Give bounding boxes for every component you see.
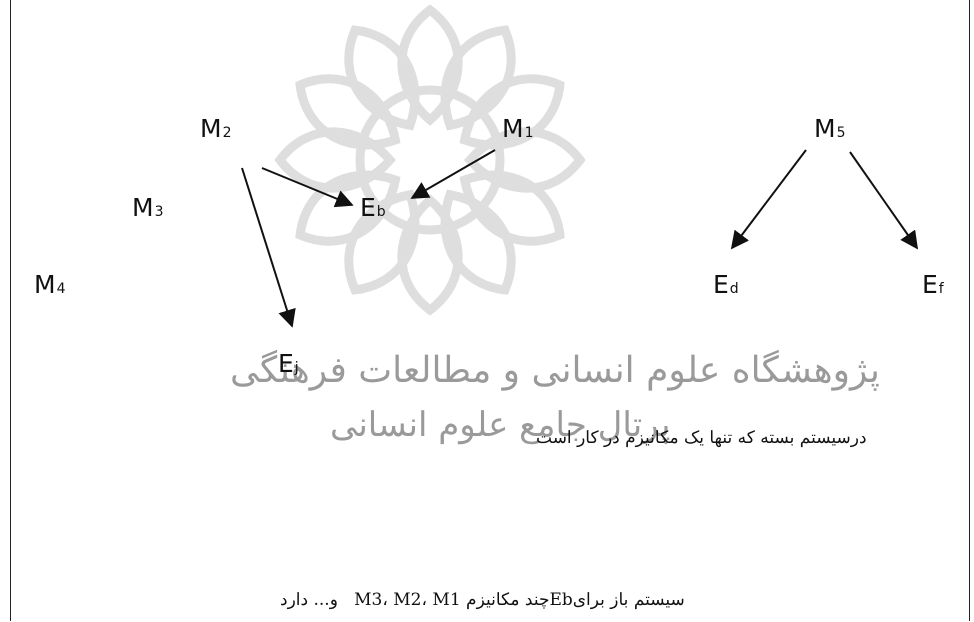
node-eb-subscript: b bbox=[376, 204, 386, 220]
caption-open-start: سیستم باز برای bbox=[572, 590, 685, 610]
watermark-petal bbox=[295, 74, 401, 150]
caption-open-m2: M2 bbox=[393, 590, 422, 610]
node-ej-letter: E bbox=[278, 349, 294, 378]
caption-open-mid: چند مکانیزم bbox=[466, 590, 550, 610]
node-ef-letter: E bbox=[922, 270, 938, 299]
caption-closed-system: درسیستم بسته که تنها یک مکانیزم در کار ا… bbox=[536, 428, 867, 448]
caption-open-sep2: ، bbox=[382, 590, 388, 610]
node-m1-subscript: 1 bbox=[524, 125, 534, 141]
arrow-m1-to-eb bbox=[410, 149, 496, 199]
node-m5: M5 bbox=[814, 116, 846, 141]
node-m4-letter: M bbox=[34, 270, 56, 299]
watermark-petal bbox=[295, 170, 401, 246]
node-ej-subscript: j bbox=[294, 360, 299, 376]
watermark-petal bbox=[344, 25, 420, 131]
watermark-center-ring bbox=[355, 85, 505, 235]
caption-open-system: و... دارد M3، M2، M1 چند مکانیزمEbسیستم … bbox=[280, 590, 685, 610]
watermark-petal bbox=[459, 170, 565, 246]
node-m3-subscript: 3 bbox=[154, 204, 164, 220]
frame-border bbox=[10, 0, 970, 621]
watermark-petal bbox=[397, 194, 463, 316]
node-m3-letter: M bbox=[132, 193, 154, 222]
node-ef-subscript: f bbox=[938, 281, 944, 297]
node-ed-letter: E bbox=[713, 270, 729, 299]
node-m4-subscript: 4 bbox=[56, 281, 66, 297]
watermark-petal bbox=[464, 127, 586, 193]
watermark-line-1: پژوهشگاه علوم انسانی و مطالعات فرهنگی bbox=[230, 350, 880, 391]
node-m4: M4 bbox=[34, 272, 66, 297]
caption-open-m3: M3 bbox=[354, 590, 383, 610]
watermark-petal bbox=[344, 189, 420, 295]
watermark-rosette-logo bbox=[274, 4, 586, 316]
arrow-m2-to-ej bbox=[241, 167, 296, 328]
node-m3: M3 bbox=[132, 195, 164, 220]
caption-open-eb: Eb bbox=[549, 590, 573, 610]
caption-open-m1: M1 bbox=[432, 590, 461, 610]
caption-open-end: و... دارد bbox=[280, 590, 338, 610]
node-m2-letter: M bbox=[200, 114, 222, 143]
node-m2-subscript: 2 bbox=[222, 125, 232, 141]
caption-open-sep1: ، bbox=[421, 590, 428, 610]
watermark-line-2: پرتال جامع علوم انسانی bbox=[330, 405, 671, 445]
node-eb-letter: E bbox=[360, 193, 376, 222]
node-m1: M1 bbox=[502, 116, 534, 141]
watermark-petal bbox=[397, 4, 463, 126]
node-ed-subscript: d bbox=[729, 281, 739, 297]
arrow-m5-to-ed bbox=[730, 149, 807, 250]
node-m5-letter: M bbox=[814, 114, 836, 143]
watermark-petal bbox=[459, 74, 565, 150]
node-m5-subscript: 5 bbox=[836, 125, 846, 141]
node-ej: Ej bbox=[278, 351, 299, 376]
node-ef: Ef bbox=[922, 272, 944, 297]
watermark-petal bbox=[274, 127, 396, 193]
node-m2: M2 bbox=[200, 116, 232, 141]
watermark-petal bbox=[440, 25, 516, 131]
watermark-petal bbox=[440, 189, 516, 295]
node-ed: Ed bbox=[713, 272, 739, 297]
node-m1-letter: M bbox=[502, 114, 524, 143]
arrow-m2-to-eb bbox=[261, 167, 354, 208]
arrow-m5-to-ef bbox=[849, 151, 919, 250]
node-eb: Eb bbox=[360, 195, 386, 220]
